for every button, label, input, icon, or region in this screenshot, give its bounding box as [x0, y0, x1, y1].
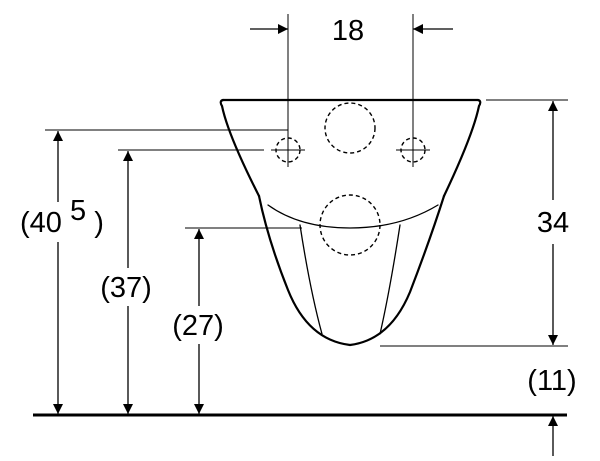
bottom-offset-label: (11): [527, 365, 576, 397]
extension-lines: [45, 14, 568, 347]
outer-height-label: (40 5 ): [20, 195, 104, 239]
upper-center-hole: [324, 102, 376, 154]
mid-height-label: (37): [100, 272, 152, 304]
top-width-label: 18: [332, 15, 364, 47]
outlet-hole: [319, 194, 381, 256]
toilet-bowl: [219, 98, 482, 347]
bolt-crosshairs: [271, 133, 430, 167]
mounting-holes: [275, 102, 426, 256]
low-height-label: (27): [172, 310, 224, 342]
bowl-outer-profile: [257, 194, 446, 347]
bowl-rim: [221, 98, 482, 198]
bowl-inner-curve: [267, 204, 439, 229]
right-height-label: 34: [537, 207, 569, 239]
